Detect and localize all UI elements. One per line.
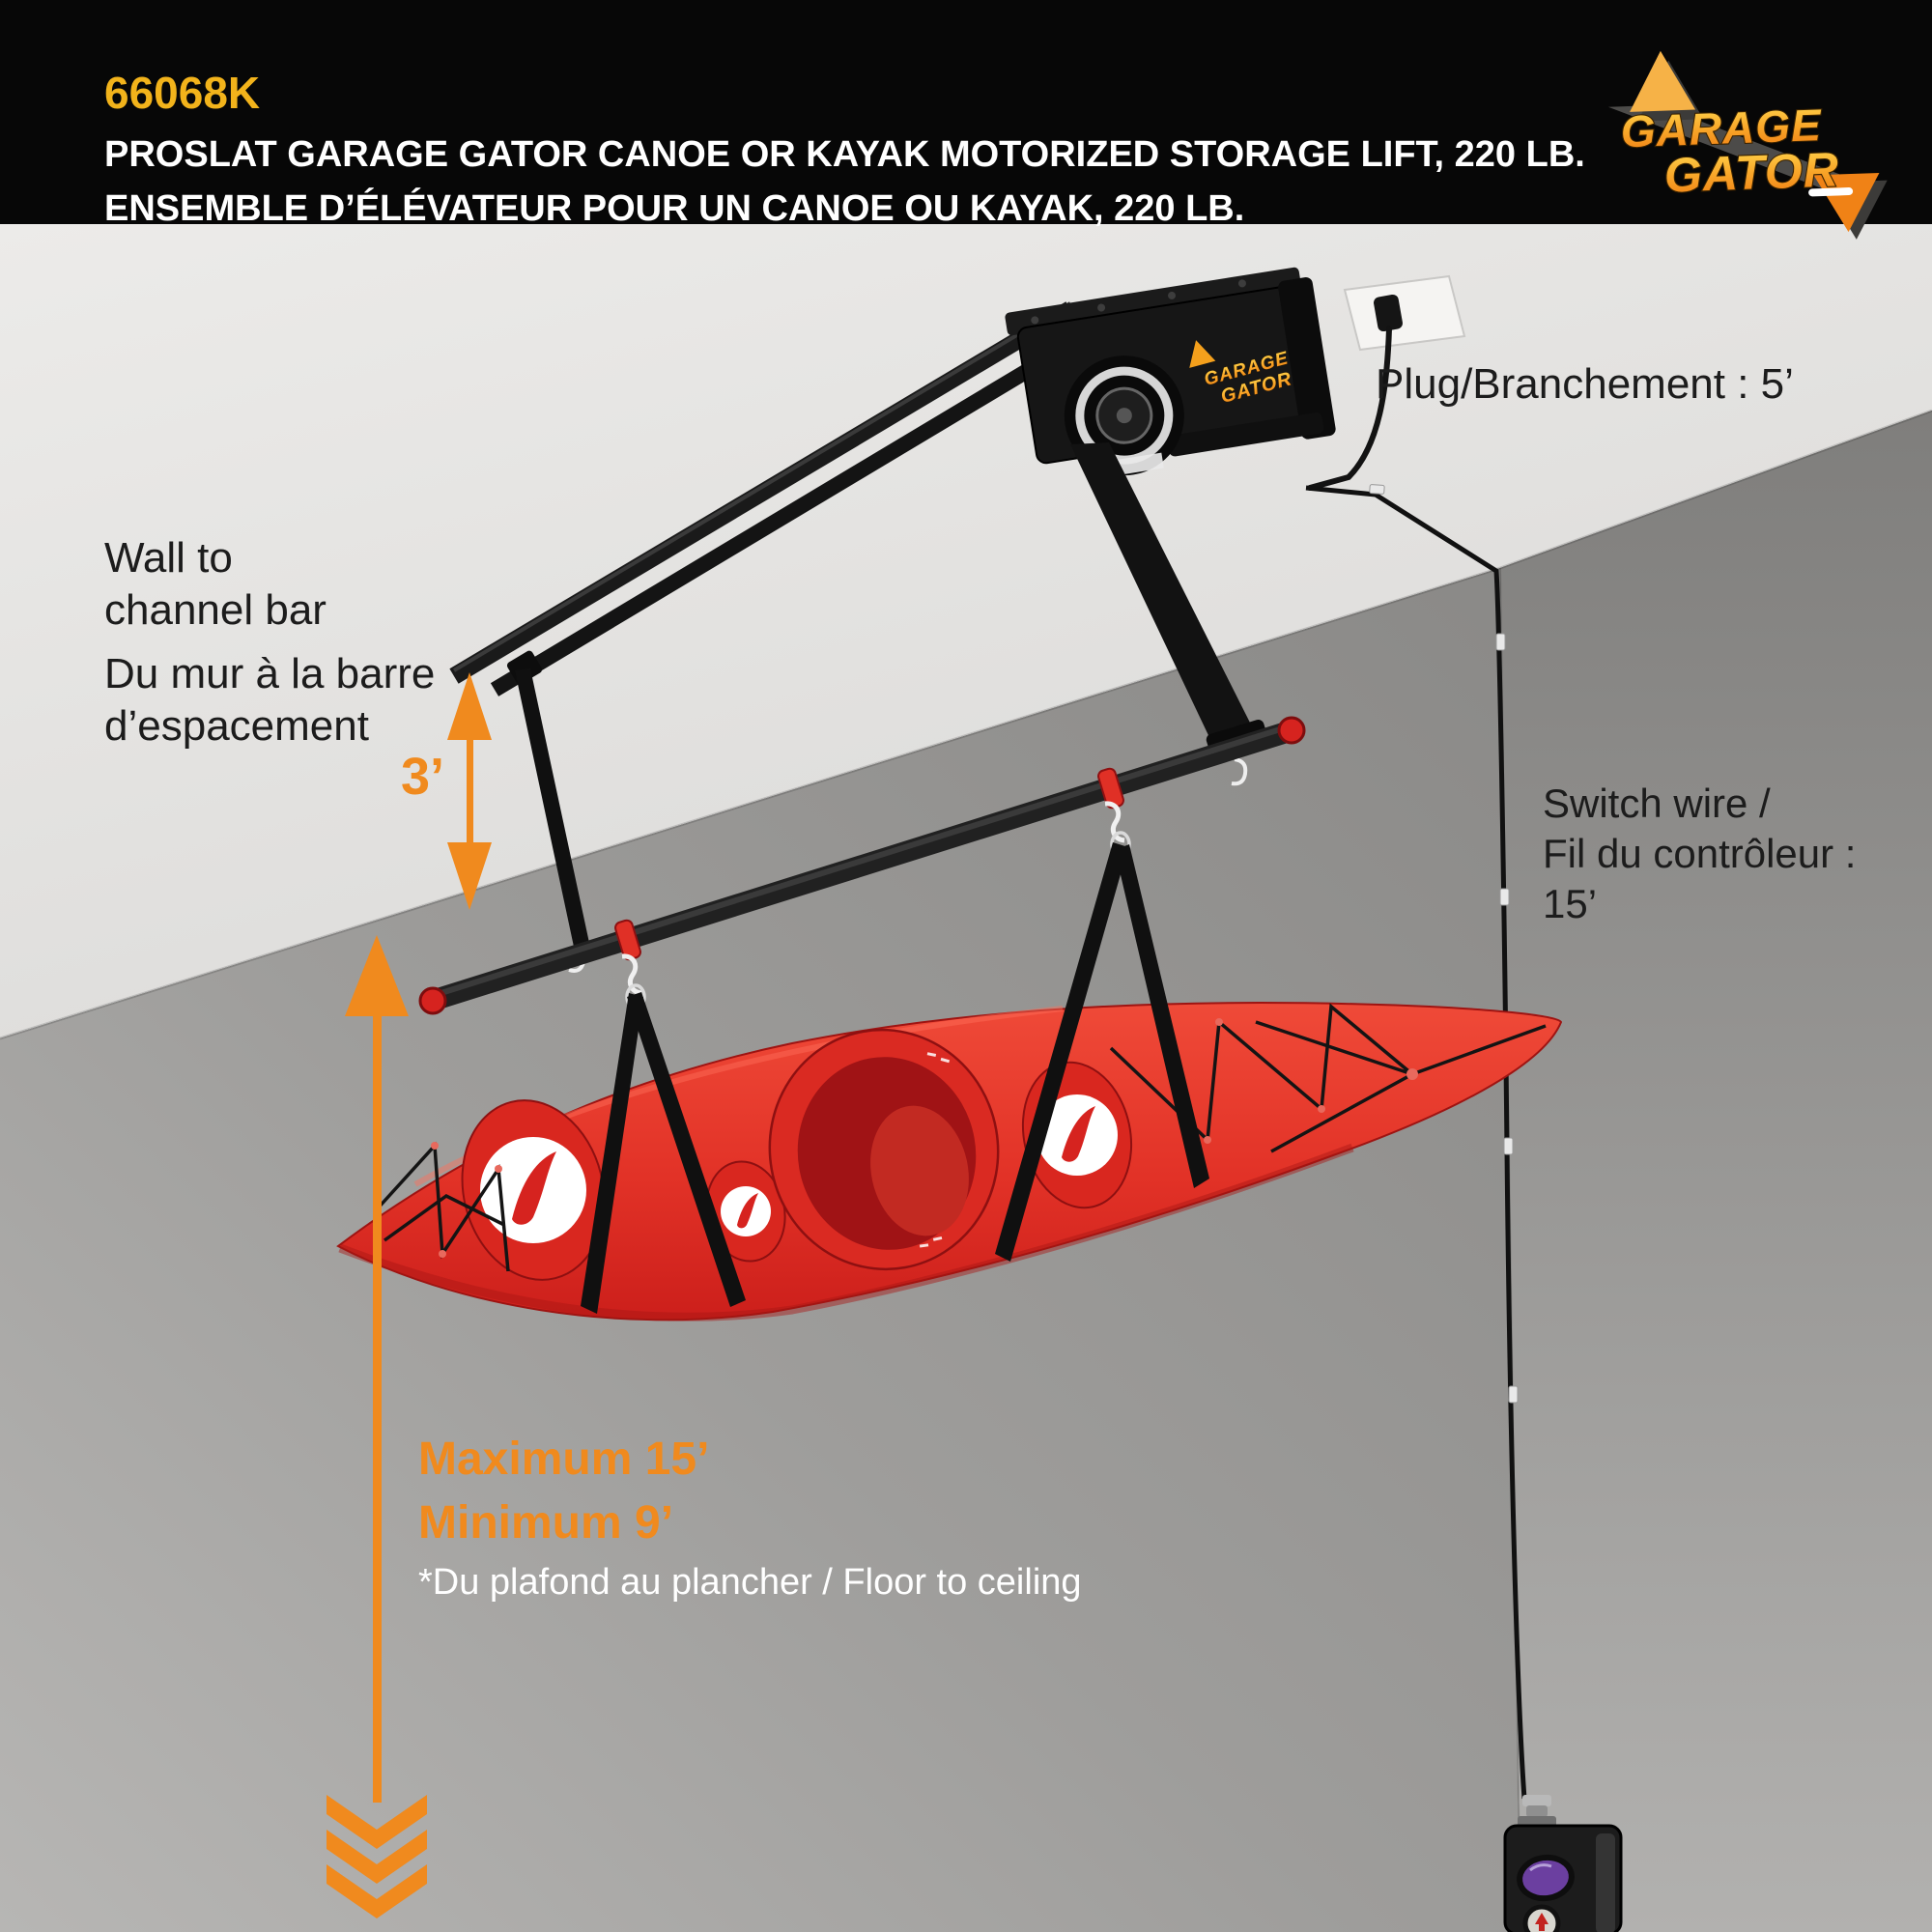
left-lift-strap (515, 668, 589, 947)
outlet-plate (1343, 274, 1466, 352)
product-code: 66068K (104, 68, 260, 118)
motor-side-face (1278, 277, 1336, 440)
main-strap-hook-icon (1231, 757, 1248, 786)
wire-clip (1369, 484, 1385, 495)
s-hook-icon (1104, 801, 1125, 843)
ceiling-plane (0, 224, 1932, 1038)
plug-icon (1374, 294, 1403, 332)
up-arrow-icon (1535, 1913, 1548, 1931)
arrow-3ft (447, 672, 492, 910)
wire-clip (1495, 633, 1506, 651)
wall-label-fr-1: Du mur à la barre (104, 650, 435, 697)
arrow-floor-to-ceiling (327, 935, 427, 1918)
measurement-graphics (327, 672, 492, 1918)
logo-word-garage: GARAGE (1620, 99, 1823, 156)
logo-up-triangle-icon (1630, 50, 1696, 112)
arrowhead-up-icon (345, 935, 409, 1016)
power-outlet (1307, 274, 1466, 491)
right-v-strap-right-leg (1115, 844, 1209, 1188)
kayaker-swoosh-icon (1062, 1106, 1095, 1162)
rigging-fittings (431, 1018, 1418, 1258)
cockpit-rim-marks (919, 1052, 951, 1248)
floor-ceiling-note: *Du plafond au plancher / Floor to ceili… (418, 1562, 1082, 1603)
switch-label-1: Switch wire / (1543, 781, 1771, 826)
bar-end-cap (418, 986, 447, 1015)
motor-bottom-lip (1167, 412, 1324, 457)
right-wall (1500, 411, 1932, 1932)
garage-gator-logo: GARAGE GATOR (1607, 50, 1888, 240)
product-title-en: PROSLAT GARAGE GATOR CANOE OR KAYAK MOTO… (104, 134, 1585, 175)
kayak-hull-shade (338, 1143, 1354, 1321)
ceiling-wall-edge (0, 409, 1932, 1040)
ceiling-rails (449, 301, 1106, 696)
wire-clip (1499, 888, 1510, 906)
kayak (336, 1002, 1563, 1321)
kayaker-swoosh-icon (512, 1151, 556, 1225)
cradle-straps (581, 831, 1209, 1314)
left-v-strap-left-leg (581, 993, 643, 1314)
wall-label-en-2: channel bar (104, 586, 327, 634)
rail-trolley (506, 650, 543, 685)
plug-label: Plug/Branchement : 5’ (1376, 360, 1794, 408)
kayaker-swoosh-icon (737, 1193, 758, 1229)
wall-controller (1503, 1795, 1623, 1932)
right-v-strap-left-leg (995, 842, 1128, 1262)
logo-down-triangle-icon (1813, 172, 1880, 233)
cockpit (768, 1028, 1000, 1271)
chevron-down-icon (327, 1795, 427, 1849)
arrowhead-up-icon (447, 672, 492, 740)
switch-label-3: 15’ (1543, 881, 1597, 926)
annotation-texts: Plug/Branchement : 5’ Wall to channel ba… (104, 360, 1856, 1603)
wire-clip (1508, 1385, 1519, 1404)
wall-label-fr-2: d’espacement (104, 702, 369, 750)
spreader-bar (418, 716, 1306, 1015)
bar-end-cap (1277, 716, 1306, 745)
s-hook-icon (621, 953, 642, 996)
gator-triangle-icon (1189, 340, 1216, 368)
distance-3ft-label: 3’ (401, 748, 444, 806)
arrowhead-down-icon (447, 842, 492, 910)
power-cord (1307, 326, 1392, 491)
header-banner: 66068K PROSLAT GARAGE GATOR CANOE OR KAY… (0, 0, 1932, 240)
chevron-down-icon (327, 1830, 427, 1884)
wall-label-en-1: Wall to (104, 534, 233, 582)
proslat-wordmark (1808, 187, 1854, 197)
max-height-label: Maximum 15’ (418, 1434, 709, 1485)
product-title-fr: ENSEMBLE D’ÉLÉVATEUR POUR UN CANOE OU KA… (104, 186, 1244, 229)
left-v-strap-right-leg (627, 992, 746, 1307)
chevron-down-icon (327, 1864, 427, 1918)
main-lift-strap (1070, 442, 1258, 750)
logo-shadow-band (1607, 104, 1872, 189)
switch-wire-assembly (1305, 484, 1623, 1932)
min-height-label: Minimum 9’ (418, 1497, 673, 1548)
logo-word-gator: GATOR (1663, 142, 1840, 202)
wire-clip (1503, 1137, 1514, 1155)
switch-label-2: Fil du contrôleur : (1543, 831, 1856, 876)
